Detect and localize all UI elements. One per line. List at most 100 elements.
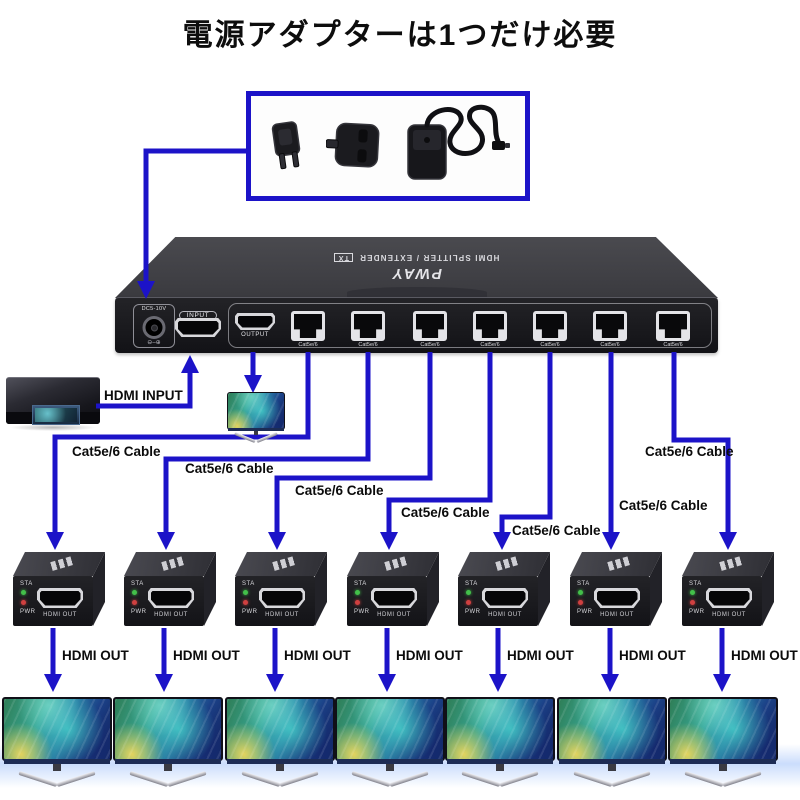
receiver-top [13,552,105,576]
polarity-icon: ⊖–⊕ [147,340,161,346]
monitor-screen [225,697,335,761]
display-monitor [225,697,335,789]
monitor-leg [722,770,762,788]
rj45-port-label: Cat5e/6 [600,342,620,348]
sta-label: STA [131,581,144,587]
receiver-front: STA PWR HDMI OUT [682,576,762,626]
receiver-top [347,552,439,576]
receiver-top-marking [384,556,408,571]
rj45-port-label: Cat5e/6 [420,342,440,348]
receiver-top-marking [607,556,631,571]
cat-arrowhead-5 [493,532,511,550]
status-led [243,590,248,595]
cat-arrowhead-7 [719,532,737,550]
ports-outline [228,303,712,348]
receivers-row: STA PWR HDMI OUT STA PWR HDMI OUT [0,552,800,628]
status-led [21,590,26,595]
rj45-jack-icon [596,314,624,338]
model-text: HDMI SPLITTER / EXTENDER [359,253,500,262]
hdmi-out-label: HDMI OUT [396,648,463,663]
receiver-unit: STA PWR HDMI OUT [235,552,327,626]
receiver-side [315,552,327,626]
receiver-front: STA PWR HDMI OUT [570,576,650,626]
rj45-port-label: Cat5e/6 [480,342,500,348]
monitor-leg [611,770,651,788]
power-led [132,600,137,605]
receiver-top [682,552,774,576]
brand-logo: PWAY [390,265,443,282]
receiver-top-marking [272,556,296,571]
dc-power-jack: DC5-10V ⊖–⊕ [133,304,175,348]
receiver-front: STA PWR HDMI OUT [13,576,93,626]
cat-cable-label: Cat5e/6 Cable [512,523,601,538]
sta-label: STA [577,581,590,587]
receiver-side [204,552,216,626]
sta-label: STA [689,581,702,587]
output-port-label: OUTPUT [241,332,269,338]
hdmi-input-port-group: INPUT [172,304,224,337]
sta-label: STA [354,581,367,587]
hdmi-out-port-label: HDMI OUT [488,612,522,618]
monitor-bezel [559,759,665,764]
hdmi-out-label: HDMI OUT [62,648,129,663]
cat-cable-label: Cat5e/6 Cable [295,483,384,498]
power-adapter-icon [407,104,510,180]
receiver-unit: STA PWR HDMI OUT [347,552,439,626]
display-monitor [2,697,112,789]
monitor-screen [2,697,112,761]
rj45-jack-icon [659,314,687,338]
pwr-label: PWR [465,609,481,615]
cat-arrowhead-6 [602,532,620,550]
receiver-unit: STA PWR HDMI OUT [458,552,550,626]
receiver-unit: STA PWR HDMI OUT [13,552,105,626]
status-led [355,590,360,595]
monitor-neck [164,764,172,771]
rj45-port: Cat5e/6 [656,311,690,348]
rj45-jack-icon [354,314,382,338]
disc-tray [32,405,80,425]
receiver-unit: STA PWR HDMI OUT [570,552,662,626]
display-monitor [668,697,778,789]
monitor-leg [167,770,207,788]
hdmi-out-port-label: HDMI OUT [712,612,746,618]
status-led [466,590,471,595]
hdmi-out-label: HDMI OUT [173,648,240,663]
cat-cable-label: Cat5e/6 Cable [401,505,490,520]
rj45-port: Cat5e/6 [473,311,507,348]
pwr-label: PWR [20,609,36,615]
model-line: HDMI SPLITTER / EXTENDER TX [333,253,500,262]
receiver-top [124,552,216,576]
power-led [21,600,26,605]
display-monitor [113,697,223,789]
receiver-front: STA PWR HDMI OUT [347,576,427,626]
receiver-top-marking [719,556,743,571]
pwr-label: PWR [242,609,258,615]
monitor-bezel [227,759,333,764]
receiver-top [570,552,662,576]
monitor-leg [684,770,724,788]
receiver-side [650,552,662,626]
hdmi-out-port [259,588,305,608]
power-led [355,600,360,605]
receiver-front: STA PWR HDMI OUT [458,576,538,626]
cat-arrowhead-3 [268,532,286,550]
monitor-leg [351,770,391,788]
hdmi-input-port [175,318,221,337]
hdmi-out-port [37,588,83,608]
monitor-screen [335,697,445,761]
uk-plug-icon [326,122,380,168]
cat-arrowhead-2 [157,532,175,550]
tx-badge: TX [333,253,353,262]
rj45-port: Cat5e/6 [351,311,385,348]
monitor-bezel [115,759,221,764]
power-led [690,600,695,605]
output-monitor-leg [256,431,278,444]
monitor-neck [53,764,61,771]
dc-label: DC5-10V [141,306,167,312]
receiver-top [458,552,550,576]
monitor-bezel [670,759,776,764]
hdmi-out-label: HDMI OUT [507,648,574,663]
monitor-neck [608,764,616,771]
display-monitor [335,697,445,789]
monitor-leg [499,770,539,788]
